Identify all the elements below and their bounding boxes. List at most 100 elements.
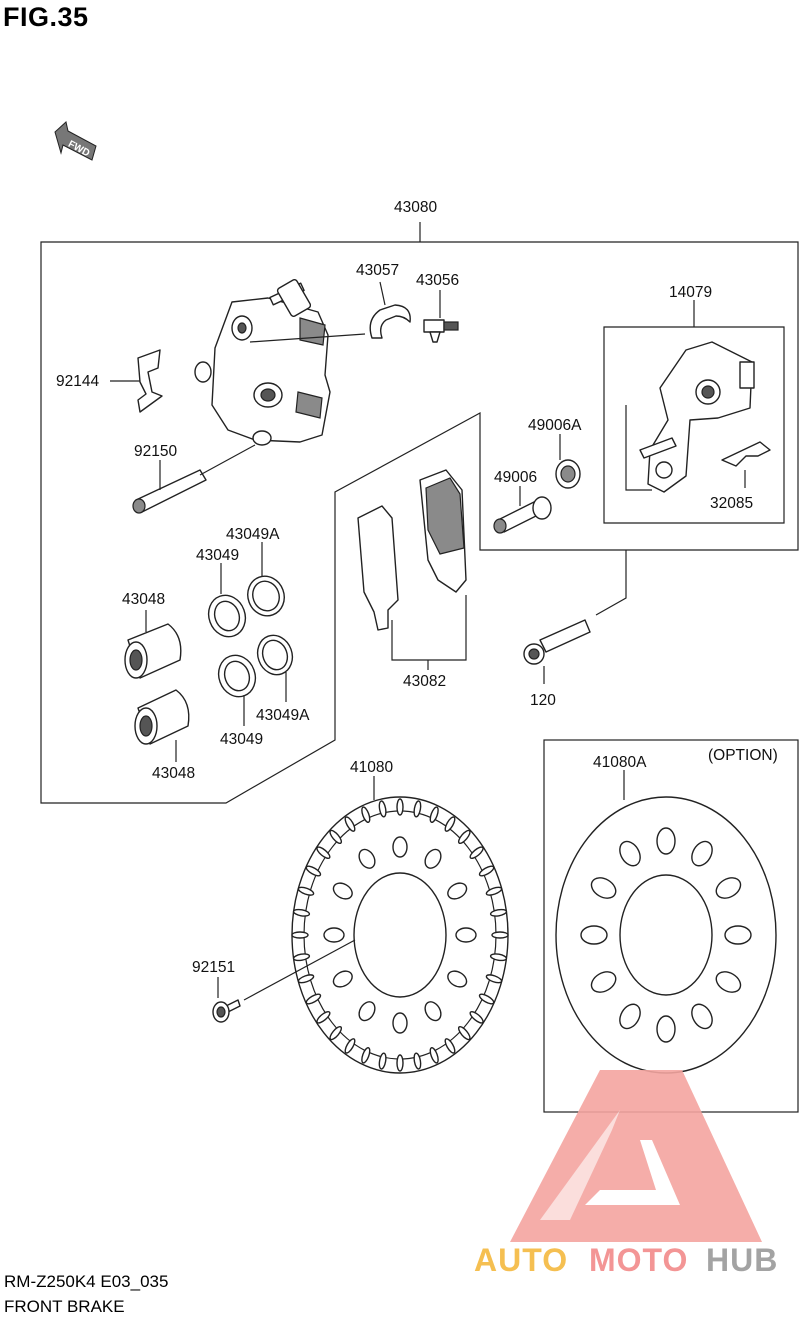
disc-vent-slot <box>444 1038 456 1054</box>
piston-seals-bottom <box>217 634 294 726</box>
disc-vent-slot <box>429 806 439 823</box>
disc-vent-slot <box>469 1010 484 1024</box>
disc-vent-slot <box>297 886 315 896</box>
piston-seals-top <box>207 542 285 638</box>
disc-mount-hole <box>455 927 477 943</box>
disc-cutout <box>715 877 742 899</box>
watermark-brand-1: AUTO <box>474 1242 568 1278</box>
disc-vent-slot <box>485 886 503 896</box>
disc-cutout <box>619 840 641 867</box>
disc-mount-hole <box>332 970 353 988</box>
brake-caliper <box>194 279 366 446</box>
disc-vent-slot <box>489 953 508 962</box>
disc-cutout <box>656 827 676 855</box>
label-41080A: 41080A <box>593 754 647 771</box>
disc-vent-slot <box>378 1052 387 1070</box>
part-92144-spring <box>110 349 163 413</box>
disc-mount-hole <box>358 1001 376 1022</box>
disc-vent-slot <box>305 865 322 877</box>
disc-mount-hole <box>358 848 376 869</box>
disc-vent-slot <box>361 1047 371 1064</box>
label-43056: 43056 <box>416 272 459 289</box>
label-43080: 43080 <box>394 199 437 216</box>
disc-vent-slot <box>469 846 484 860</box>
disc-vent-slot <box>292 953 311 962</box>
disc-vent-slot <box>413 1052 422 1070</box>
disc-vent-slot <box>329 829 343 845</box>
caliper-assembly-bracket <box>40 222 799 804</box>
piston-bottom <box>134 689 190 762</box>
part-43056-bleeder <box>423 290 459 343</box>
part-49006-pin <box>493 486 552 534</box>
label-43048-bottom: 43048 <box>152 765 195 782</box>
disc-cutout <box>656 1015 676 1043</box>
disc-cutout <box>691 840 713 867</box>
label-14079: 14079 <box>669 284 712 301</box>
disc-vent-slot <box>457 1025 471 1041</box>
label-92150: 92150 <box>134 443 177 460</box>
disc-vent-slot <box>429 1047 439 1064</box>
option-label: (OPTION) <box>708 747 778 764</box>
label-92151: 92151 <box>192 959 235 976</box>
automotohub-watermark-logo: AUTO MOTO HUB <box>474 1070 778 1278</box>
model-code: RM-Z250K4 E03_035 <box>4 1272 169 1291</box>
disc-vent-slot <box>491 931 509 939</box>
part-92151-screw <box>212 939 356 1023</box>
label-43082: 43082 <box>403 673 446 690</box>
label-43049-bottom: 43049 <box>220 731 263 748</box>
piston-top <box>124 610 182 679</box>
label-43057: 43057 <box>356 262 399 279</box>
label-120: 120 <box>530 692 556 709</box>
part-14079-bracket <box>603 300 785 524</box>
disc-cutout <box>580 925 608 945</box>
disc-vent-slot <box>344 1038 356 1054</box>
part-120-bolt <box>523 550 627 684</box>
disc-vent-slot <box>396 798 404 816</box>
disc-vent-slot <box>457 829 471 845</box>
disc-vent-slot <box>329 1025 343 1041</box>
disc-mount-hole <box>424 1001 442 1022</box>
brake-disc <box>291 776 509 1074</box>
figure-caption: FRONT BRAKE <box>4 1297 125 1316</box>
disc-mount-hole <box>323 927 345 943</box>
disc-cutout <box>691 1003 713 1030</box>
disc-cutout <box>715 971 742 993</box>
label-32085: 32085 <box>710 495 753 512</box>
disc-vent-slot <box>316 846 331 860</box>
disc-vent-slot <box>291 931 309 939</box>
fwd-arrow-icon: FWD <box>54 121 97 161</box>
part-49006A-boot <box>555 434 581 489</box>
part-92150-pin <box>132 444 256 514</box>
label-43049A-top: 43049A <box>226 526 280 543</box>
label-43049A-bottom: 43049A <box>256 707 310 724</box>
label-49006A: 49006A <box>528 417 582 434</box>
disc-mount-hole <box>447 882 468 900</box>
disc-cutout <box>619 1003 641 1030</box>
watermark-brand-3: HUB <box>706 1242 778 1278</box>
label-92144: 92144 <box>56 373 99 390</box>
part-43057-clip <box>369 281 411 339</box>
figure-title: FIG.35 <box>3 2 89 32</box>
disc-vent-slot <box>305 993 322 1005</box>
disc-mount-hole <box>332 882 353 900</box>
label-49006: 49006 <box>494 469 537 486</box>
option-disc-box <box>543 739 799 1113</box>
disc-vent-slot <box>485 974 503 984</box>
disc-mount-hole <box>447 970 468 988</box>
disc-vent-slot <box>297 974 315 984</box>
disc-mount-hole <box>392 1012 408 1034</box>
label-41080: 41080 <box>350 759 393 776</box>
disc-vent-slot <box>396 1054 404 1072</box>
disc-vent-slot <box>478 993 495 1005</box>
disc-vent-slot <box>444 816 456 832</box>
disc-vent-slot <box>316 1010 331 1024</box>
disc-vent-slot <box>413 800 422 818</box>
disc-vent-slot <box>292 908 311 917</box>
disc-vent-slot <box>478 865 495 877</box>
brake-pads <box>357 469 467 670</box>
disc-vent-slot <box>344 816 356 832</box>
disc-mount-hole <box>424 848 442 869</box>
disc-cutout <box>590 971 617 993</box>
